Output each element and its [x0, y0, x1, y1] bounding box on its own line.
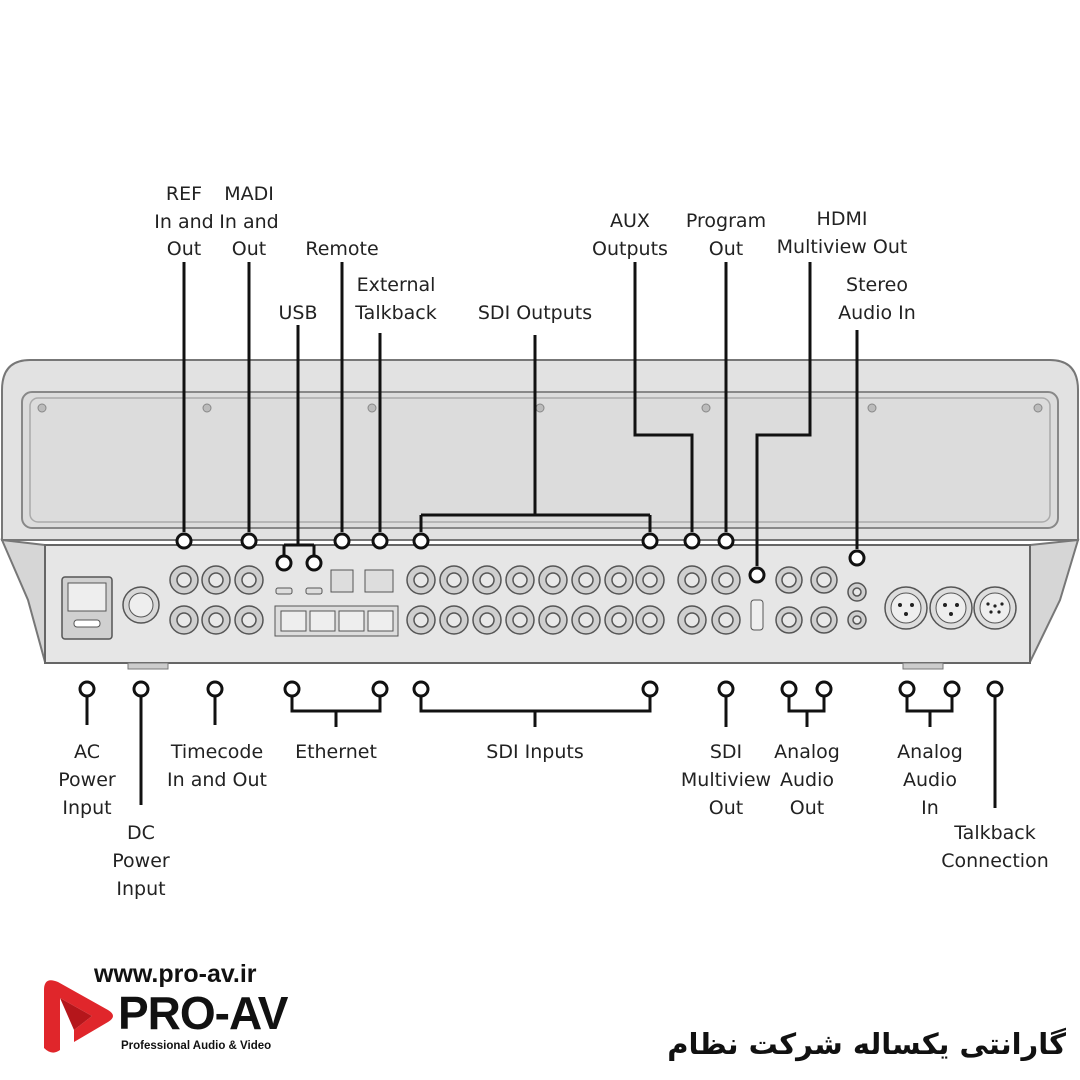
- dc-power-connector: [122, 586, 160, 624]
- hdmi-port: [750, 599, 764, 631]
- bnc-connector-center: [545, 572, 561, 588]
- bnc-connector-center: [611, 612, 627, 628]
- usb-ports: [275, 587, 323, 595]
- bnc-connector-center: [176, 572, 192, 588]
- rear-panel: [0, 538, 1080, 670]
- label-remote: Remote: [305, 238, 378, 260]
- bnc-connector-center: [611, 572, 627, 588]
- rj45-ports: [274, 569, 399, 637]
- brand-tagline: Professional Audio & Video: [121, 1040, 272, 1052]
- bnc-connector-center: [479, 612, 495, 628]
- bnc-connector-center: [512, 572, 528, 588]
- bnc-connector-center: [642, 572, 658, 588]
- bnc-connector-center: [446, 572, 462, 588]
- bnc-connector-center: [512, 612, 528, 628]
- bnc-connector-center: [684, 572, 700, 588]
- bnc-connector-center: [241, 572, 257, 588]
- bnc-connector-center: [208, 612, 224, 628]
- website-url: www.pro-av.ir: [94, 960, 257, 988]
- bnc-connector-center: [642, 612, 658, 628]
- label-usb: USB: [278, 302, 317, 324]
- label-sdi-inputs: SDI Inputs: [486, 741, 583, 763]
- trs-jacks: [775, 566, 838, 634]
- bnc-connector-center: [413, 612, 429, 628]
- bnc-connector-center: [241, 612, 257, 628]
- brand-name: PRO-AV: [118, 987, 288, 1039]
- callout-lines-top: [175, 262, 866, 584]
- bnc-connector-center: [545, 612, 561, 628]
- ac-power-inlet: [61, 576, 113, 640]
- bnc-connector-center: [578, 572, 594, 588]
- bnc-connector-center: [718, 572, 734, 588]
- device-lid: [1, 359, 1079, 541]
- pro-av-logo-icon: [44, 980, 113, 1053]
- warranty-text: گارانتی یکساله شرکت نظام: [667, 1027, 1066, 1061]
- bnc-connector-center: [718, 612, 734, 628]
- callout-lines-bottom: [78, 680, 1004, 808]
- bnc-connector-center: [208, 572, 224, 588]
- bnc-connector-center: [446, 612, 462, 628]
- bnc-connector-center: [479, 572, 495, 588]
- bnc-connector-center: [176, 612, 192, 628]
- rca-jacks: [847, 582, 867, 630]
- bnc-connector-center: [413, 572, 429, 588]
- bnc-connector-center: [684, 612, 700, 628]
- label-sdi-outputs: SDI Outputs: [478, 302, 592, 324]
- bnc-connectors: [169, 565, 741, 635]
- bnc-connector-center: [578, 612, 594, 628]
- label-ethernet: Ethernet: [295, 741, 377, 763]
- xlr-connectors: [884, 586, 1017, 630]
